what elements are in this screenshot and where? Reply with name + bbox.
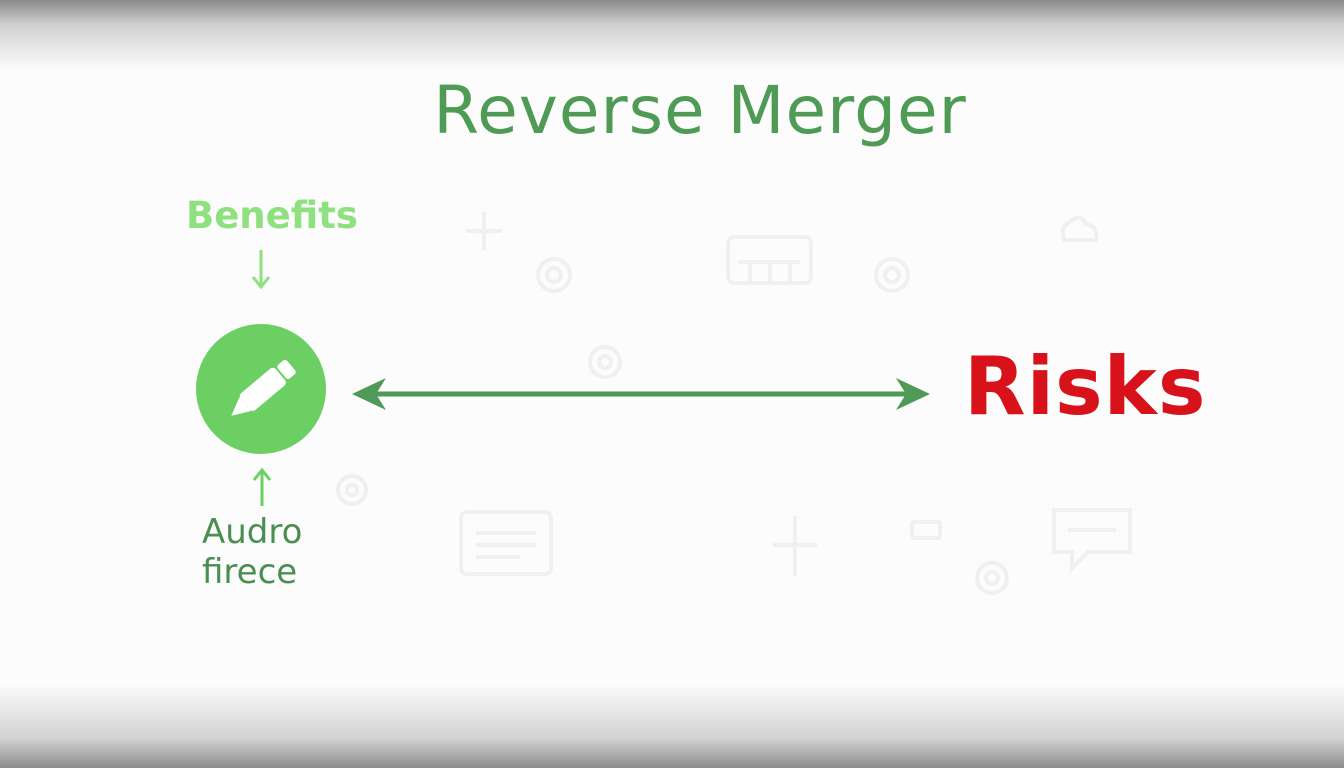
chat-icon [1052,508,1132,573]
target-icon [975,561,1009,595]
bottom-label-line-2: firece [202,552,298,592]
plus-icon [466,212,502,250]
top-vignette [0,0,1344,70]
target-icon [588,345,622,379]
target-icon [336,474,368,506]
document-icon [459,510,553,576]
bottom-label-line-1: Audro [202,512,303,552]
bottom-label: Audro firece [202,512,322,592]
keyboard-icon [910,520,942,540]
bottom-vignette [0,683,1344,768]
target-icon [536,257,572,293]
cloud-icon [1060,215,1099,242]
down-arrow [251,250,271,290]
pen-icon [231,359,296,416]
plus-icon [773,516,817,576]
double-arrow [352,378,930,410]
benefits-label: Benefits [186,194,358,237]
risks-label: Risks [964,340,1207,433]
keyboard-icon [726,235,813,285]
diagram-title: Reverse Merger [433,72,967,149]
up-arrow [252,467,272,506]
target-icon [874,257,910,293]
